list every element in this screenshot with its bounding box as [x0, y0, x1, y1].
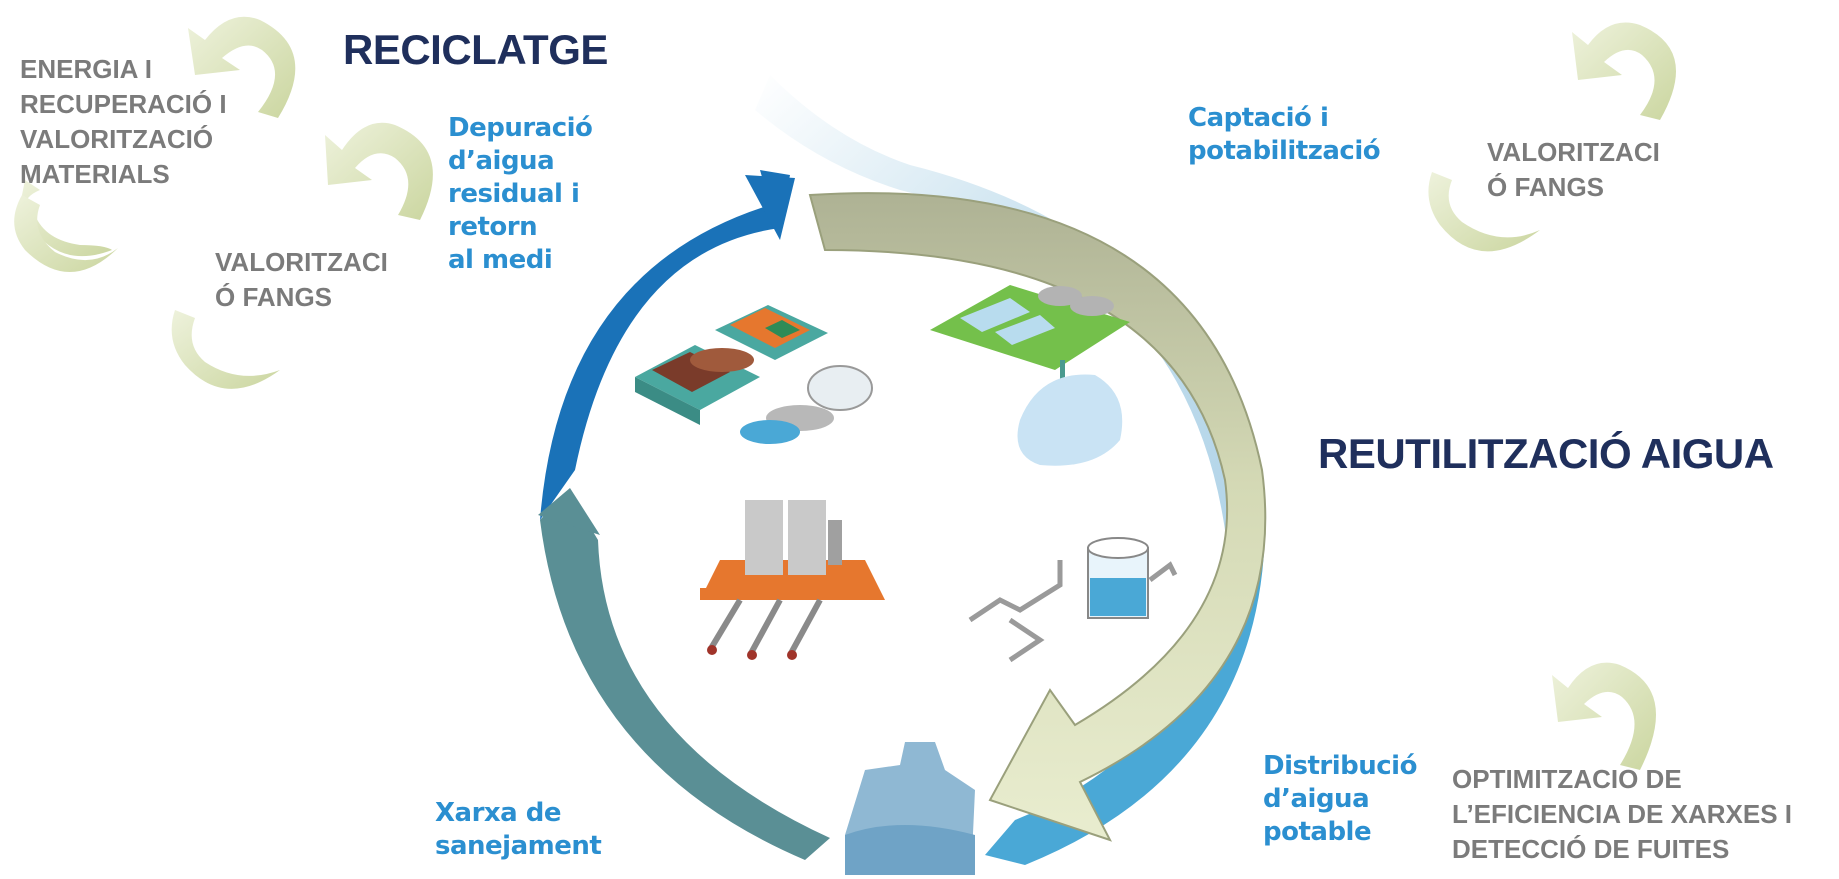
curved-arrow-icon: [1572, 22, 1676, 120]
curved-arrow-icon: [171, 310, 280, 389]
arc-xarxa-head: [538, 488, 600, 535]
heading-reutilitzacio: REUTILITZACIÓ AIGUA: [1318, 430, 1774, 477]
stage-captacio: Captació i potabilització: [1188, 103, 1381, 166]
curved-arrow-icon: [14, 180, 118, 273]
stage-xarxa: Xarxa de sanejament: [435, 798, 602, 861]
curved-arrow-icon: [1552, 662, 1656, 770]
curved-arrow-icon: [188, 16, 296, 118]
stage-depuracio: Depuració d’aigua residual i retorn al m…: [448, 113, 593, 275]
arc-depuracio-head: [745, 175, 795, 240]
label-valoritzacio-fangs-left: VALORITZACI Ó FANGS: [215, 247, 388, 312]
label-optimitzacio-xarxes: OPTIMITZACIO DE L’EFICIENCIA DE XARXES I…: [1452, 764, 1792, 864]
label-valoritzacio-fangs-right: VALORITZACI Ó FANGS: [1487, 137, 1660, 202]
treatment-plant-icon: [635, 305, 873, 444]
stage-distribucio: Distribució d’aigua potable: [1263, 751, 1417, 847]
water-tank-icon: [968, 537, 1178, 663]
city-icon: [845, 742, 975, 875]
arc-xarxa: [540, 490, 830, 860]
curved-arrow-icon: [1428, 172, 1540, 252]
label-energia-recuperacio: ENERGIA I RECUPERACIÓ I VALORITZACIÓ MAT…: [20, 54, 227, 189]
houses-pipes-icon: [700, 500, 885, 660]
heading-reciclatge: RECICLATGE: [343, 26, 608, 73]
curved-arrow-icon: [325, 122, 433, 220]
reutilitzacio-arrow: [808, 192, 1267, 842]
arc-depuracio: [540, 170, 790, 520]
captacio-plant-icon: [930, 285, 1130, 466]
